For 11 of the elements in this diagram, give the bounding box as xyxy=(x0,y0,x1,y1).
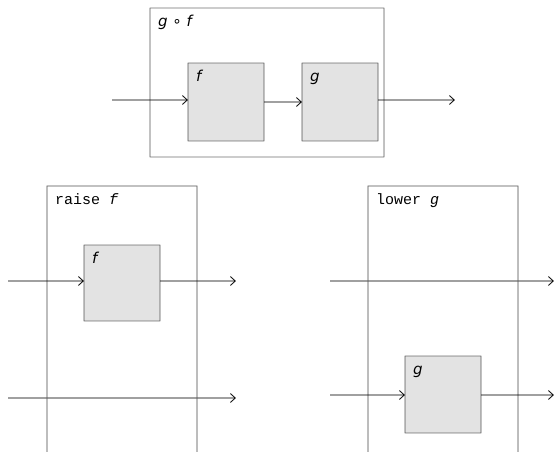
arrow xyxy=(378,95,455,105)
arrow xyxy=(160,276,236,286)
function-box: g xyxy=(302,62,378,142)
arrow xyxy=(480,390,554,400)
arrow xyxy=(8,276,84,286)
arrow xyxy=(330,390,405,400)
arrow xyxy=(264,97,302,107)
function-box: f xyxy=(84,244,160,322)
function-box: g xyxy=(404,356,482,434)
function-box: f xyxy=(188,62,264,142)
arrow xyxy=(112,95,188,105)
